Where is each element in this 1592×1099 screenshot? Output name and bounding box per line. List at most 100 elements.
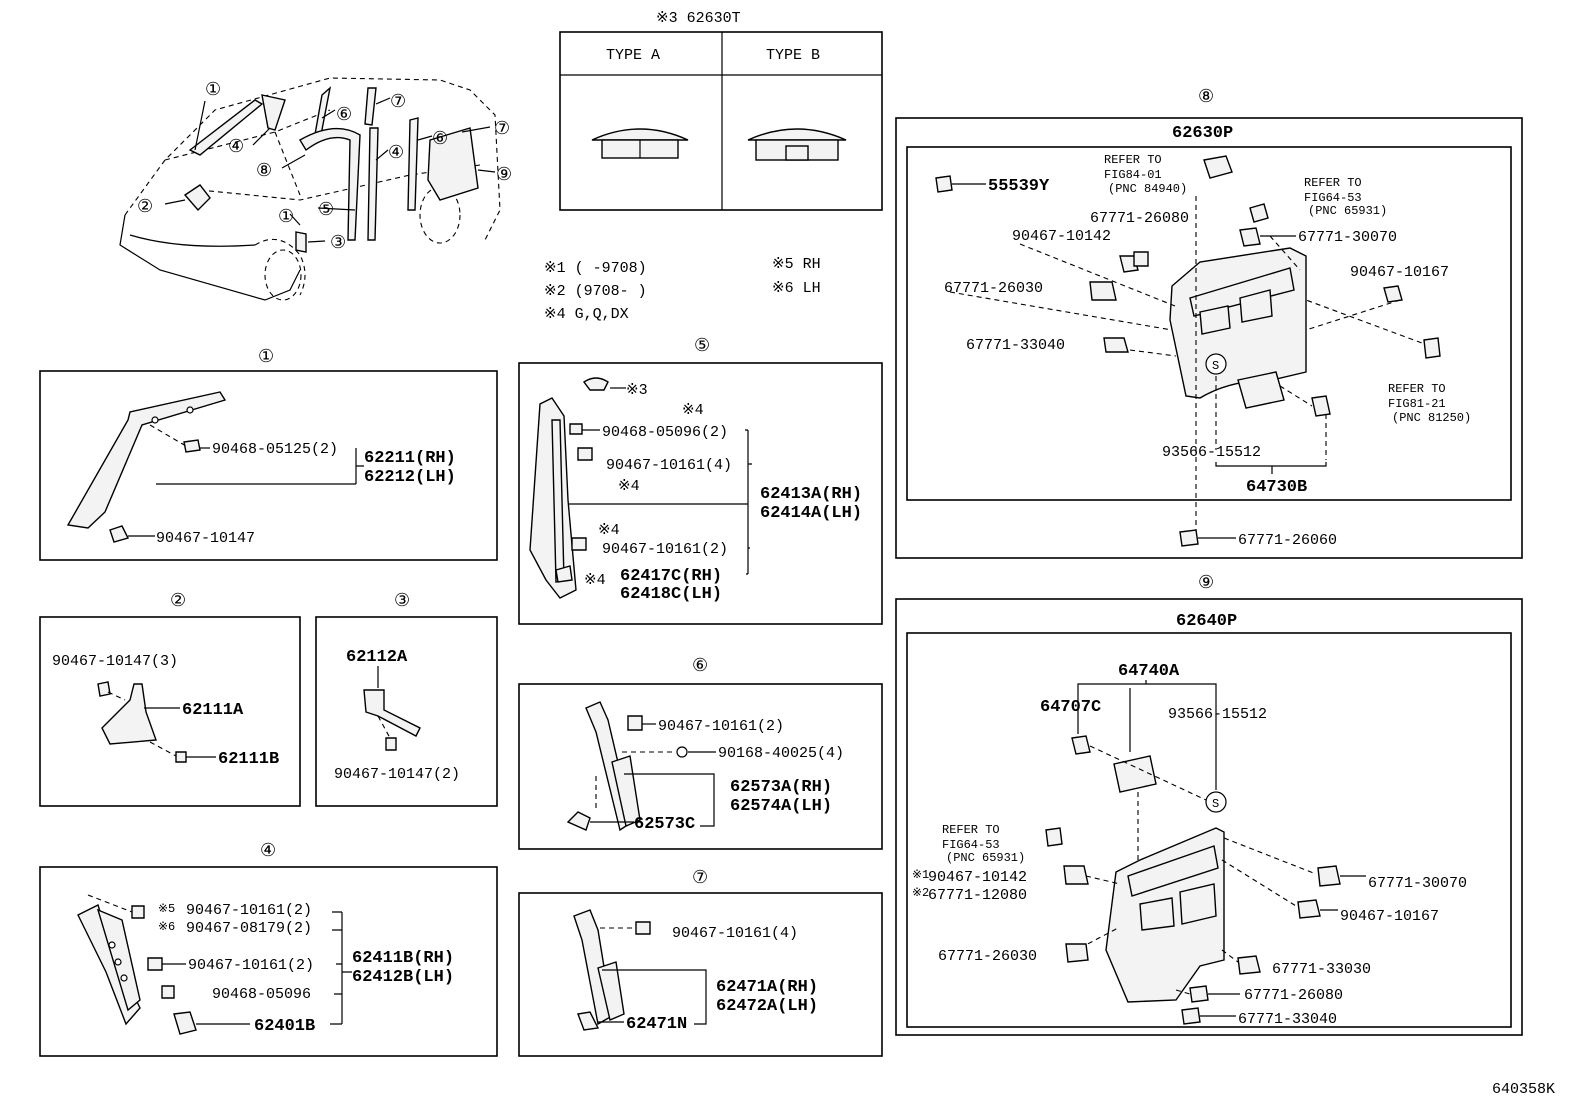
section-3-number: ③ <box>394 590 410 611</box>
s9-title: 62640P <box>1176 612 1237 631</box>
s5-lh: 62414A(LH) <box>760 504 862 523</box>
s8-clip1: 67771-26080 <box>1090 210 1189 227</box>
note-1: ※1 ( -9708) <box>544 260 647 277</box>
callout-2: ② <box>137 196 153 217</box>
s9-clip8: 67771-33040 <box>1238 1011 1337 1028</box>
s4-rh: 62411B(RH) <box>352 949 454 968</box>
note-4: ※4 G,Q,DX <box>544 306 629 323</box>
s3-part: 62112A <box>346 648 408 667</box>
s4-lh: 62412B(LH) <box>352 968 454 987</box>
s9-ref1c: (PNC 65931) <box>946 851 1025 865</box>
clip-type-table: ※3 62630T TYPE A TYPE B <box>559 10 883 211</box>
s1-bolt: 90468-05125(2) <box>212 441 338 458</box>
s9-clip2: 67771-12080 <box>928 887 1027 904</box>
section-2-number: ② <box>170 590 186 611</box>
section-9-number: ⑨ <box>1198 572 1214 593</box>
s5-mark4d: ※4 <box>584 572 606 589</box>
s8-clip2: 90467-10142 <box>1012 228 1111 245</box>
s9-clip5: 67771-26030 <box>938 948 1037 965</box>
note-5: ※5 RH <box>772 256 821 273</box>
callout-1: ① <box>205 79 221 100</box>
s7-bolt: 90467-10161(4) <box>672 925 798 942</box>
s6-lh: 62574A(LH) <box>730 797 832 816</box>
s5-rh: 62413A(RH) <box>760 485 862 504</box>
s5-trim-lh: 62418C(LH) <box>620 585 722 604</box>
section-1: ① 90468-05125(2) 62211(RH) 62212(LH) 904… <box>39 346 498 561</box>
section-4-number: ④ <box>260 840 276 861</box>
s1-rh: 62211(RH) <box>364 449 456 468</box>
callout-6b: ⑥ <box>432 128 448 149</box>
callout-4: ④ <box>228 136 244 157</box>
s6-rh: 62573A(RH) <box>730 778 832 797</box>
s1-clip: 90467-10147 <box>156 530 255 547</box>
section-8-number: ⑧ <box>1198 86 1214 107</box>
note-6: ※6 LH <box>772 280 821 297</box>
section-3: ③ 62112A 90467-10147(2) <box>315 590 498 807</box>
callout-9: ⑨ <box>496 164 512 185</box>
callout-4b: ④ <box>388 142 404 163</box>
s9-ref1b: FIG64-53 <box>942 838 1000 852</box>
s5-bolt2: 90467-10161(4) <box>606 457 732 474</box>
s8-clip5: 67771-26030 <box>944 280 1043 297</box>
callout-7: ⑦ <box>390 91 406 112</box>
s7-lh: 62472A(LH) <box>716 997 818 1016</box>
s8-clip7: 67771-26060 <box>1238 532 1337 549</box>
s5-trim-rh: 62417C(RH) <box>620 567 722 586</box>
callout-8: ⑧ <box>256 160 272 181</box>
s8-ref1b: FIG84-01 <box>1104 168 1162 182</box>
s4-bolt4: 90468-05096 <box>212 986 311 1003</box>
section-1-number: ① <box>258 346 274 367</box>
s5-mark4a: ※4 <box>682 402 704 419</box>
overview-callouts: ① ② ③ ④ ④ ⑤ ⑥ ⑥ ⑦ ⑦ ⑧ ⑨ ① <box>137 79 512 253</box>
s8-ref3a: REFER TO <box>1388 382 1446 396</box>
s8-ref3c: (PNC 81250) <box>1392 411 1471 425</box>
s4-bolt1: 90467-10161(2) <box>186 902 312 919</box>
s9-clip4: 90467-10167 <box>1340 908 1439 925</box>
s8-clip6: 67771-33040 <box>966 337 1065 354</box>
type-a-label: TYPE A <box>606 47 660 64</box>
s8-ref2a: REFER TO <box>1304 176 1362 190</box>
section-5: ⑤ ※3 ※4 90468-05096(2) 90467-10161(4) ※4… <box>518 335 883 625</box>
s8-ref1c: (PNC 84940) <box>1108 182 1187 196</box>
callout-7b: ⑦ <box>494 118 510 139</box>
section-7-number: ⑦ <box>692 867 708 888</box>
s8-title: 62630P <box>1172 124 1233 143</box>
section-6-number: ⑥ <box>692 655 708 676</box>
s8-s-mark: S <box>1212 359 1219 373</box>
s4-bolt2: 90467-08179(2) <box>186 920 312 937</box>
s2-part-b: 62111B <box>218 750 279 769</box>
s1-lh: 62212(LH) <box>364 468 456 487</box>
s5-mark4c: ※4 <box>598 522 620 539</box>
s8-part-64730: 64730B <box>1246 478 1307 497</box>
vehicle-overview <box>119 77 501 301</box>
s8-nut: 93566-15512 <box>1162 444 1261 461</box>
s6-bolt1: 90467-10161(2) <box>658 718 784 735</box>
s8-ref1a: REFER TO <box>1104 153 1162 167</box>
type-b-label: TYPE B <box>766 47 820 64</box>
section-9: ⑨ 62640P 64740A 64707C 93566-15512 S REF… <box>895 572 1523 1036</box>
s8-clip4: 90467-10167 <box>1350 264 1449 281</box>
callout-3: ③ <box>330 232 346 253</box>
s2-clip: 90467-10147(3) <box>52 653 178 670</box>
s9-clip7: 67771-26080 <box>1244 987 1343 1004</box>
s9-mark1: ※1 <box>912 868 929 882</box>
s6-part: 62573C <box>634 815 695 834</box>
s9-mark2: ※2 <box>912 886 929 900</box>
s5-mark4b: ※4 <box>618 478 640 495</box>
s9-clip1: 90467-10142 <box>928 869 1027 886</box>
s9-part-64740: 64740A <box>1118 662 1180 681</box>
section-7: ⑦ 90467-10161(4) 62471A(RH) 62472A(LH) 6… <box>518 867 883 1057</box>
s8-part-55539: 55539Y <box>988 177 1050 196</box>
s4-mark5: ※5 <box>158 902 175 916</box>
clip-title: ※3 62630T <box>656 10 741 27</box>
s8-ref3b: FIG81-21 <box>1388 397 1446 411</box>
figure-id: 640358K <box>1492 1081 1555 1098</box>
s9-s-mark: S <box>1212 797 1219 811</box>
section-5-number: ⑤ <box>694 335 710 356</box>
s9-clip3: 67771-30070 <box>1368 875 1467 892</box>
s9-clip6: 67771-33030 <box>1272 961 1371 978</box>
s4-bolt3: 90467-10161(2) <box>188 957 314 974</box>
s3-clip: 90467-10147(2) <box>334 766 460 783</box>
callout-6: ⑥ <box>336 104 352 125</box>
